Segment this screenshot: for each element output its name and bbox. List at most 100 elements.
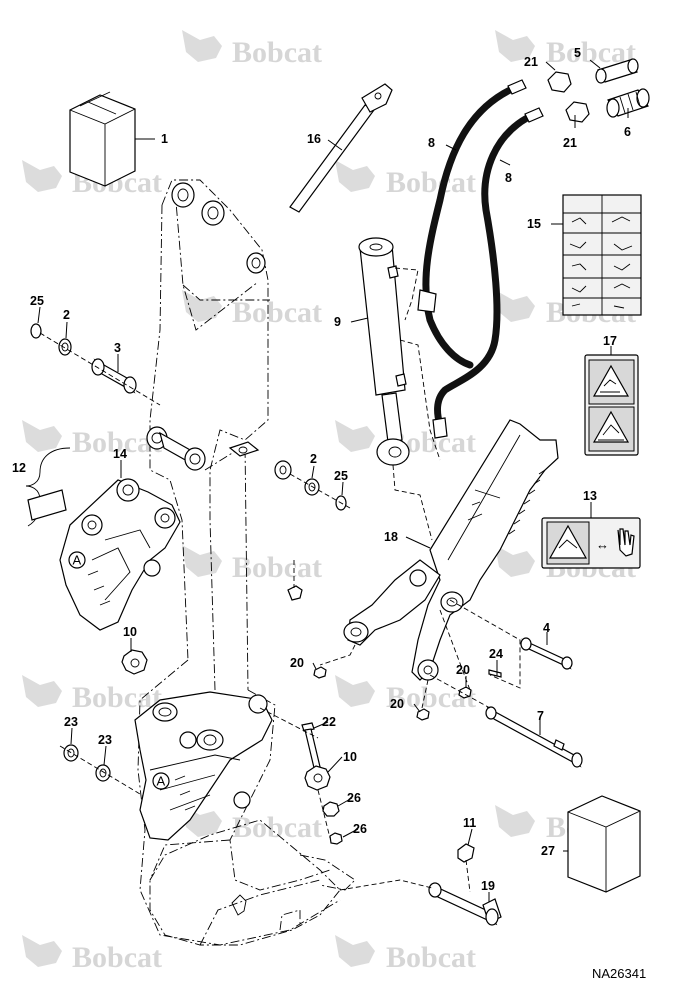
- part-4-pin[interactable]: [520, 637, 573, 670]
- part-26-fitting-upper[interactable]: [322, 801, 340, 817]
- callout-5: 5: [574, 46, 581, 60]
- part-5-coupler-male[interactable]: [595, 58, 639, 84]
- centerline-pin-2: [289, 473, 351, 509]
- watermark-text: Bobcat: [386, 941, 476, 974]
- part-23-washer-b[interactable]: [95, 764, 111, 782]
- detail-marker-a-lower: A: [152, 772, 170, 790]
- part-19-pin[interactable]: [428, 882, 502, 926]
- callout-25: 25: [334, 469, 348, 483]
- callout-10: 10: [343, 750, 357, 764]
- part-10-nut-left[interactable]: [121, 649, 148, 675]
- part-20-grease-fitting-a[interactable]: [313, 666, 327, 679]
- link-route-18: [319, 609, 471, 709]
- centerline-washers-23: [59, 745, 151, 801]
- watermark-text: Bobcat: [386, 681, 476, 714]
- centerline-pin-19: [339, 859, 471, 893]
- watermark-text: Bobcat: [232, 811, 322, 844]
- callout-26: 26: [353, 822, 367, 836]
- watermark-text: Bobcat: [72, 426, 162, 459]
- callout-9: 9: [334, 315, 341, 329]
- arm-pivot-upper: [171, 182, 266, 274]
- watermark-text: Bobcat: [232, 296, 322, 329]
- callout-24: 24: [489, 647, 503, 661]
- watermark-text: Bobcat: [72, 941, 162, 974]
- callout-27: 27: [541, 844, 555, 858]
- centerline-nut-10: [317, 789, 331, 839]
- bobcat-logo-icon: [22, 30, 535, 967]
- arm-pivot-middle: [146, 426, 292, 480]
- callout-22: 22: [322, 715, 336, 729]
- part-7-pin[interactable]: [485, 706, 583, 768]
- detail-marker-a-upper: A: [68, 551, 86, 569]
- part-21-adapter-upper[interactable]: [547, 71, 572, 93]
- leader-lines: [37, 59, 629, 902]
- part-10-nut-right[interactable]: [304, 765, 331, 791]
- callout-19: 19: [481, 879, 495, 893]
- callout-10: 10: [123, 625, 137, 639]
- cylinder-to-link-route: [392, 464, 433, 541]
- callout-25: 25: [30, 294, 44, 308]
- part-21-adapter-lower[interactable]: [565, 101, 590, 123]
- part-27-kit-box[interactable]: [567, 795, 641, 893]
- watermark-text: Bobcat: [232, 551, 322, 584]
- part-2-washer-right[interactable]: [304, 478, 320, 496]
- part-17-warning-decal[interactable]: [584, 354, 639, 456]
- part-2-washer-left[interactable]: [58, 338, 72, 356]
- callout-6: 6: [624, 125, 631, 139]
- centerline-pin-3: [39, 332, 161, 406]
- part-11-retaining-ring[interactable]: [457, 843, 475, 863]
- part-26-fitting-lower[interactable]: [329, 832, 343, 845]
- callout-1: 1: [161, 132, 168, 146]
- part-6-coupler-female[interactable]: [606, 88, 650, 118]
- part-24-cotter[interactable]: [488, 669, 502, 678]
- svg-text:A: A: [157, 774, 166, 789]
- callout-15: 15: [527, 217, 541, 231]
- part-13-pinch-decal[interactable]: ↔: [541, 517, 641, 569]
- watermark-text: Bobcat: [232, 36, 322, 69]
- callout-7: 7: [537, 709, 544, 723]
- callout-17: 17: [603, 334, 617, 348]
- hose-route-cylinder: [394, 267, 441, 461]
- arrow-icon: ↔: [596, 537, 609, 552]
- arm-grease-fitting: [287, 560, 303, 601]
- watermark-layer: Bobcat Bobcat Bobcat Bobcat Bobcat Bobca…: [22, 30, 636, 974]
- part-14-coupler[interactable]: [27, 478, 181, 631]
- callout-8: 8: [428, 136, 435, 150]
- part-22-bolt[interactable]: [301, 722, 322, 773]
- part-8-hose-b[interactable]: [432, 107, 544, 439]
- callout-13: 13: [583, 489, 597, 503]
- callout-21: 21: [524, 55, 538, 69]
- callout-16: 16: [307, 132, 321, 146]
- watermark-text: Bobcat: [72, 681, 162, 714]
- callout-21: 21: [563, 136, 577, 150]
- part-9-cylinder[interactable]: [358, 237, 410, 466]
- part-15-decal-sheet[interactable]: [562, 194, 642, 316]
- part-8-hose-a[interactable]: [417, 79, 527, 369]
- part-3-pin[interactable]: [91, 358, 137, 394]
- part-1-kit-box[interactable]: [69, 91, 136, 187]
- centerline-pin-7: [429, 674, 491, 709]
- callout-2: 2: [310, 452, 317, 466]
- callout-20: 20: [456, 663, 470, 677]
- part-25-snap-ring-left[interactable]: [30, 323, 42, 339]
- callout-8: 8: [505, 171, 512, 185]
- callout-20: 20: [290, 656, 304, 670]
- centerline-bolt-22: [259, 707, 319, 739]
- callout-14: 14: [113, 447, 127, 461]
- callout-20: 20: [390, 697, 404, 711]
- callout-18: 18: [384, 530, 398, 544]
- callout-3: 3: [114, 341, 121, 355]
- callout-23: 23: [98, 733, 112, 747]
- callout-4: 4: [543, 621, 550, 635]
- drawing-reference-code: NA26341: [592, 966, 646, 981]
- part-23-washer-a[interactable]: [63, 744, 79, 762]
- bucket-phantom: [149, 819, 356, 946]
- lower-coupler-assembly: [134, 691, 273, 841]
- part-16-lever[interactable]: [289, 83, 393, 213]
- watermark-text: Bobcat: [386, 166, 476, 199]
- callout-23: 23: [64, 715, 78, 729]
- svg-text:A: A: [73, 553, 82, 568]
- callout-12: 12: [12, 461, 26, 475]
